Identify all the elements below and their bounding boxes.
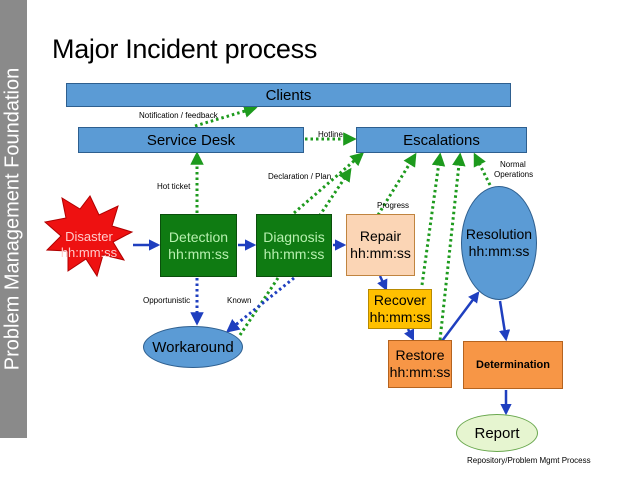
page-title: Major Incident process — [52, 34, 318, 64]
workaround-label: Workaround — [152, 338, 234, 356]
progress-label: Progress — [377, 201, 410, 210]
resolution-time: hh:mm:ss — [468, 243, 530, 259]
escalations-box[interactable]: Escalations — [356, 127, 527, 153]
clients-box[interactable]: Clients — [66, 83, 511, 107]
resolution-name: Resolution — [465, 226, 533, 242]
link-restore-resolution — [441, 291, 480, 342]
disaster-star — [43, 195, 134, 278]
link-repair-recover — [377, 275, 388, 292]
recover-name: Recover — [373, 292, 427, 308]
opportunistic-label: Opportunistic — [143, 296, 191, 305]
diagnosis-time: hh:mm:ss — [263, 245, 325, 262]
link-recover-restore — [403, 328, 415, 342]
detection-box[interactable]: Detection hh:mm:ss — [160, 214, 237, 277]
diagnosis-box[interactable]: Diagnosis hh:mm:ss — [256, 214, 332, 277]
repair-box[interactable]: Repair hh:mm:ss — [346, 214, 415, 276]
declaration-label: Declaration / Plan — [268, 172, 332, 181]
disaster-name: Disaster — [65, 229, 113, 244]
link-restore-escalations — [438, 152, 466, 341]
determination-box[interactable]: Determination — [463, 341, 563, 389]
link-resolution-escalations — [473, 152, 492, 186]
escalations-label: Escalations — [403, 131, 480, 149]
detection-time: hh:mm:ss — [168, 245, 229, 262]
sidebar: Problem Management Foundation — [0, 0, 27, 438]
service-desk-label: Service Desk — [146, 131, 236, 149]
detection-name: Detection — [168, 228, 229, 245]
normal-operations-label-2: Operations — [494, 170, 534, 179]
service-desk-box[interactable]: Service Desk — [78, 127, 304, 153]
known-label: Known — [227, 296, 252, 305]
repair-time: hh:mm:ss — [350, 245, 411, 261]
disaster-label: Disaster hh:mm:ss — [52, 229, 126, 261]
disaster-time: hh:mm:ss — [60, 245, 118, 260]
notification-label: Notification / feedback — [139, 111, 218, 120]
restore-box[interactable]: Restore hh:mm:ss — [388, 340, 452, 388]
resolution-ellipse[interactable]: Resolution hh:mm:ss — [461, 186, 537, 300]
clients-label: Clients — [265, 86, 312, 104]
determination-label: Determination — [476, 358, 550, 371]
restore-name: Restore — [395, 347, 445, 363]
normal-operations-label-1: Normal — [500, 160, 526, 169]
restore-time: hh:mm:ss — [389, 364, 451, 380]
recover-time: hh:mm:ss — [369, 309, 431, 325]
report-label: Report — [474, 424, 520, 442]
recover-box[interactable]: Recover hh:mm:ss — [368, 289, 432, 329]
report-ellipse[interactable]: Report — [456, 414, 538, 452]
hot-ticket-label: Hot ticket — [157, 182, 191, 191]
repository-label: Repository/Problem Mgmt Process — [467, 456, 591, 465]
link-repair-escalations — [376, 152, 417, 216]
hotline-label: Hotline — [318, 130, 343, 139]
workaround-ellipse[interactable]: Workaround — [143, 326, 243, 368]
diagnosis-name: Diagnosis — [263, 228, 325, 245]
link-resolution-determination — [498, 300, 511, 342]
repair-name: Repair — [359, 228, 402, 244]
link-recover-escalations — [420, 152, 446, 286]
link-diagnosis-escalations — [293, 152, 365, 215]
